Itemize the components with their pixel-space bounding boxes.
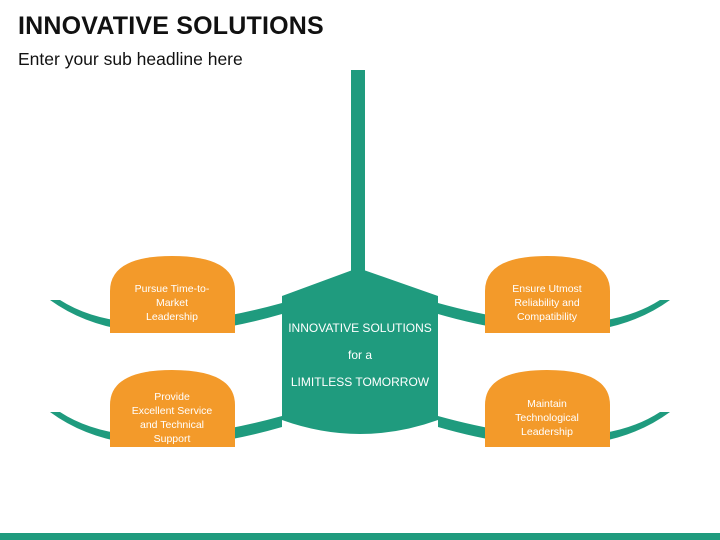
- pill-upper-left-line-3: Leadership: [146, 311, 198, 323]
- pill-lower-left-line-1: Provide: [154, 391, 190, 403]
- center-text-line-2: for a: [348, 348, 372, 362]
- pill-upper-left-line-2: Market: [156, 297, 188, 309]
- pill-lower-right-line-1: Maintain: [527, 398, 567, 410]
- pill-lower-left-line-2: Excellent Service: [132, 405, 213, 417]
- pill-lower-left-line-4: Support: [154, 433, 191, 445]
- page-subtitle: Enter your sub headline here: [18, 49, 243, 69]
- pill-lower-left: [110, 370, 235, 447]
- page-title: INNOVATIVE SOLUTIONS: [18, 12, 324, 40]
- stem: [351, 70, 365, 275]
- pill-upper-left-line-1: Pursue Time-to-: [135, 283, 210, 295]
- pill-lower-right-line-3: Leadership: [521, 426, 573, 438]
- pill-lower-right-line-2: Technological: [515, 412, 579, 424]
- center-text-line-3: LIMITLESS TOMORROW: [291, 375, 430, 389]
- pill-upper-right: [485, 256, 610, 333]
- pill-lower-right: [485, 370, 610, 447]
- pill-upper-right-line-1: Ensure Utmost: [512, 283, 582, 295]
- pill-upper-right-line-2: Reliability and: [514, 297, 580, 309]
- center-hub: [282, 268, 438, 434]
- pill-lower-left-line-3: and Technical: [140, 419, 204, 431]
- center-text-line-1: INNOVATIVE SOLUTIONS: [288, 321, 432, 335]
- pill-upper-left: [110, 256, 235, 333]
- footer-bar: [0, 533, 720, 540]
- pill-upper-right-line-3: Compatibility: [517, 311, 578, 323]
